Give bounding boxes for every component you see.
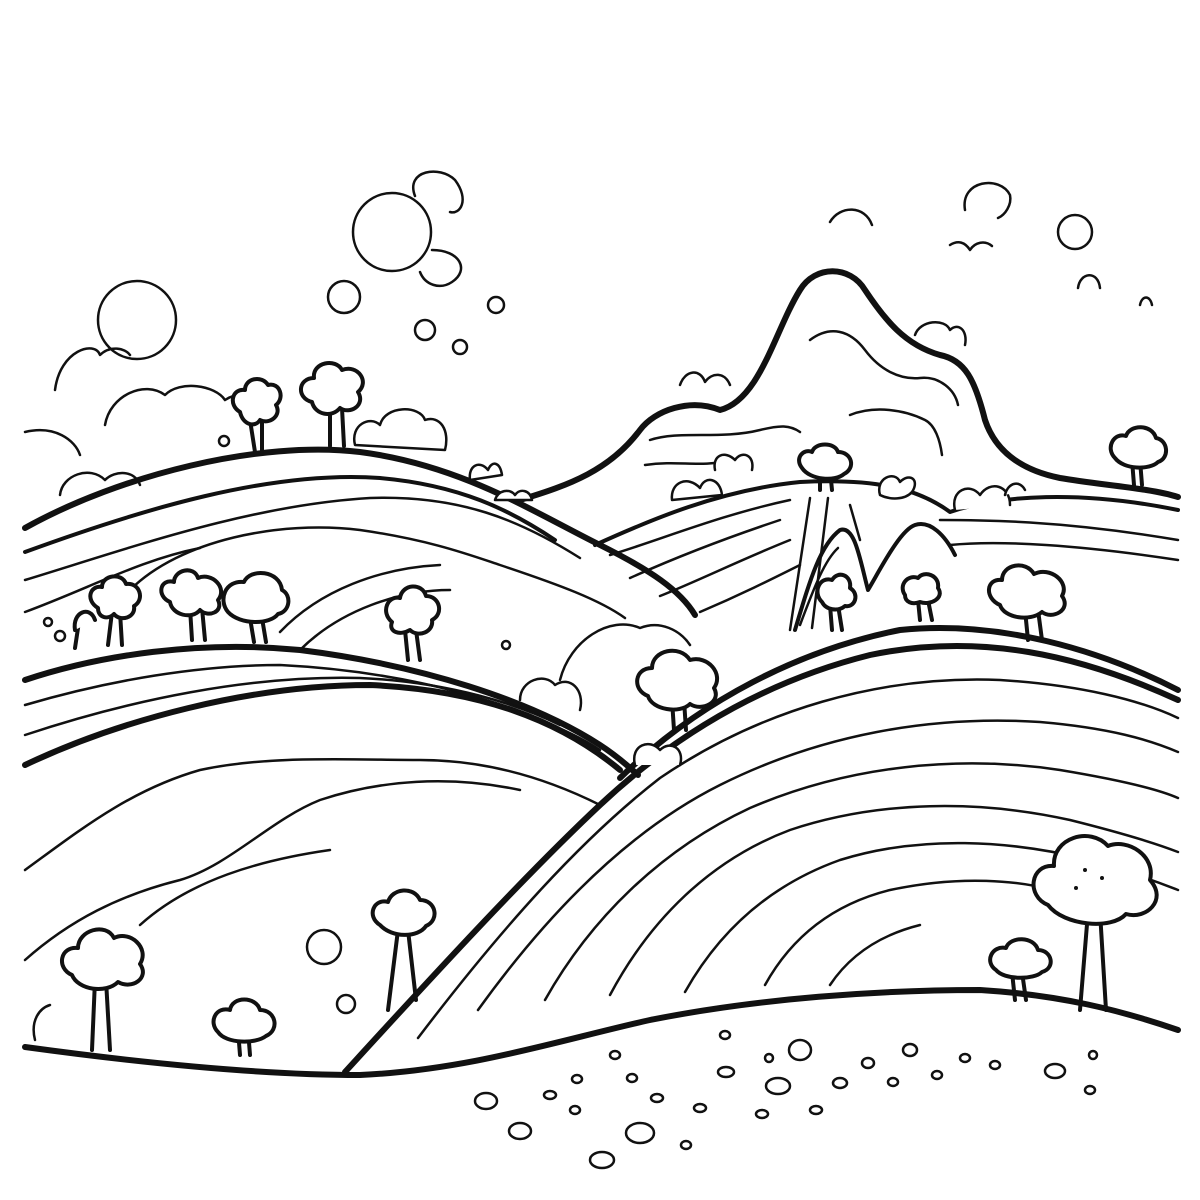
trees [60, 361, 1168, 1057]
tree [159, 568, 224, 642]
sun [96, 279, 178, 361]
tree [635, 648, 719, 732]
tree [384, 584, 442, 662]
pebbles [473, 1029, 1099, 1170]
tree [230, 377, 283, 454]
tree [299, 361, 365, 448]
tree [72, 609, 97, 650]
tree [370, 888, 437, 1012]
specks [32, 434, 512, 1042]
tree [60, 927, 145, 1052]
tree [797, 442, 854, 492]
tree [987, 563, 1067, 642]
tree [815, 572, 858, 632]
bushes [352, 408, 1027, 767]
tree [988, 937, 1053, 1002]
tree [221, 570, 291, 644]
tree [1031, 834, 1159, 1012]
middle-hills [22, 625, 1181, 962]
mountain [517, 268, 1181, 503]
foreground [22, 987, 1181, 1170]
tree [1108, 425, 1168, 487]
sky [23, 170, 1154, 1015]
tree [88, 574, 142, 647]
back-hills [22, 446, 1180, 652]
tree [900, 572, 942, 622]
bubbles [305, 170, 1094, 1015]
clouds [23, 181, 1154, 497]
tree [211, 997, 277, 1057]
front-hill [342, 642, 1181, 1075]
birds [948, 241, 994, 252]
